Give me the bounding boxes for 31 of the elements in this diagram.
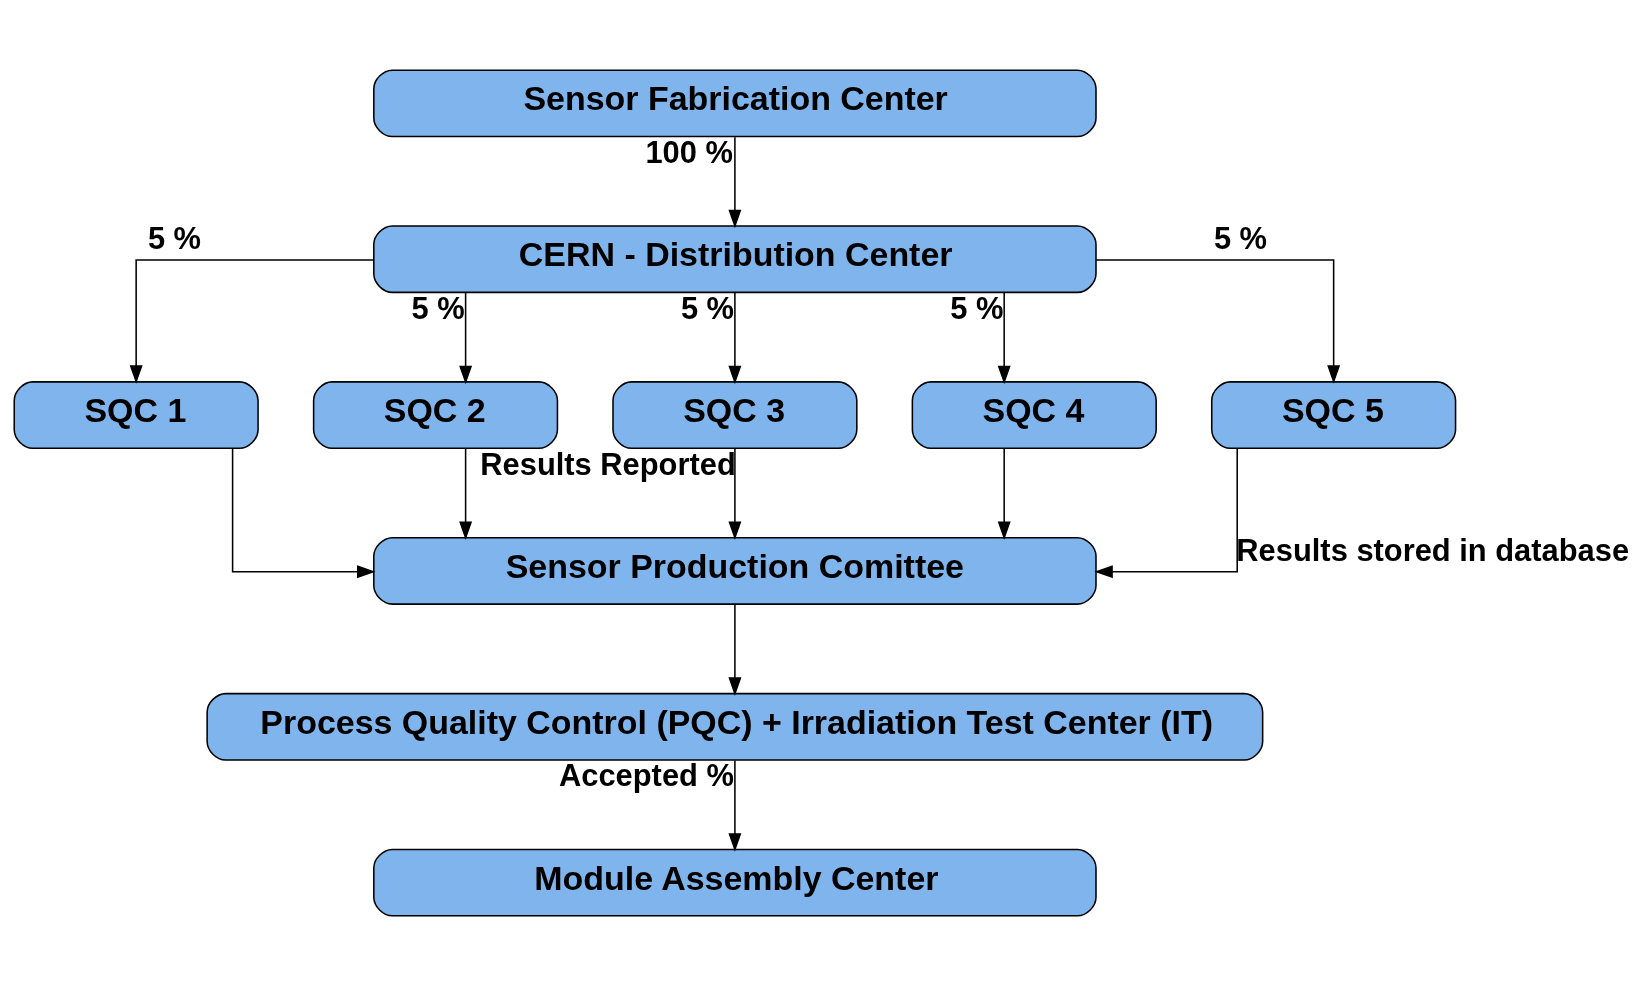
arrow bbox=[1094, 447, 1238, 578]
arrow bbox=[728, 291, 742, 384]
node-box: SQC 3 bbox=[612, 380, 858, 449]
arrow bbox=[997, 447, 1011, 540]
arrow bbox=[231, 447, 376, 578]
arrow bbox=[1095, 258, 1341, 384]
edge-label: 5 % bbox=[411, 290, 465, 326]
edge-label: Results Reported bbox=[480, 446, 736, 482]
edge-label: 5 % bbox=[680, 290, 735, 326]
node-box: SQC 1 bbox=[13, 380, 259, 449]
node-box: Module Assembly Center bbox=[373, 848, 1097, 917]
node-box: SQC 5 bbox=[1210, 380, 1457, 449]
arrow bbox=[997, 291, 1011, 384]
arrow bbox=[459, 291, 473, 384]
arrow bbox=[129, 258, 375, 384]
arrow bbox=[459, 447, 473, 540]
edge-label: 100 % bbox=[645, 134, 733, 170]
node-box: SQC 2 bbox=[312, 380, 559, 449]
arrow bbox=[728, 759, 742, 852]
edge-label: 5 % bbox=[147, 220, 202, 256]
arrow bbox=[728, 447, 742, 540]
arrow bbox=[728, 135, 742, 228]
node-box: Sensor Production Comittee bbox=[373, 536, 1097, 605]
node-box: Process Quality Control (PQC) + Irradiation Test Center (IT) bbox=[206, 692, 1264, 761]
node-box: SQC 4 bbox=[911, 380, 1157, 449]
edge-label: 5 % bbox=[1213, 220, 1268, 256]
arrow bbox=[728, 603, 742, 696]
node-box: CERN - Distribution Center bbox=[373, 224, 1097, 293]
node-box: Sensor Fabrication Center bbox=[373, 68, 1097, 137]
edge-label: 5 % bbox=[950, 290, 1004, 326]
edge-label: Results stored in database bbox=[1236, 532, 1630, 568]
